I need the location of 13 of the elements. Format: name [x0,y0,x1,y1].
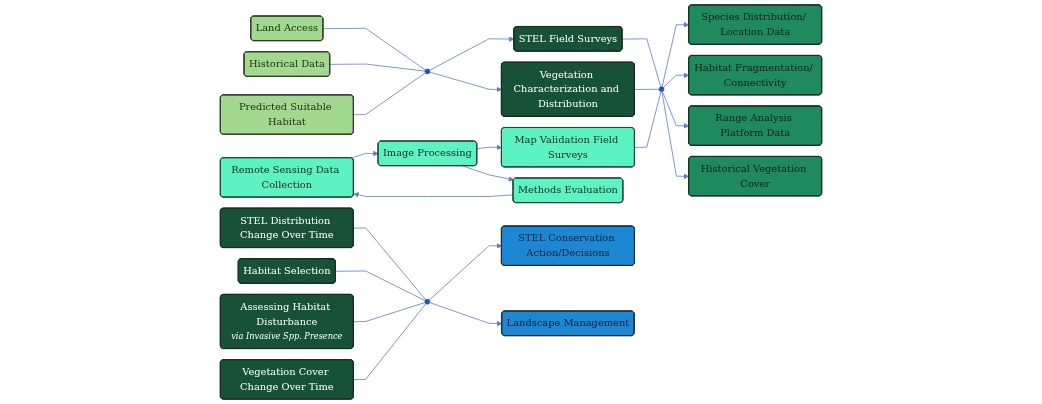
connector [335,270,426,302]
connector [329,63,426,72]
node-circle [424,299,431,305]
node-circle [424,68,431,75]
connector [622,38,662,88]
connector [353,303,427,381]
connector [353,227,427,301]
connector [353,302,426,323]
connector [353,72,426,116]
connector [634,88,660,90]
node-circle [658,86,665,93]
connector [634,91,662,148]
connector [322,27,426,71]
